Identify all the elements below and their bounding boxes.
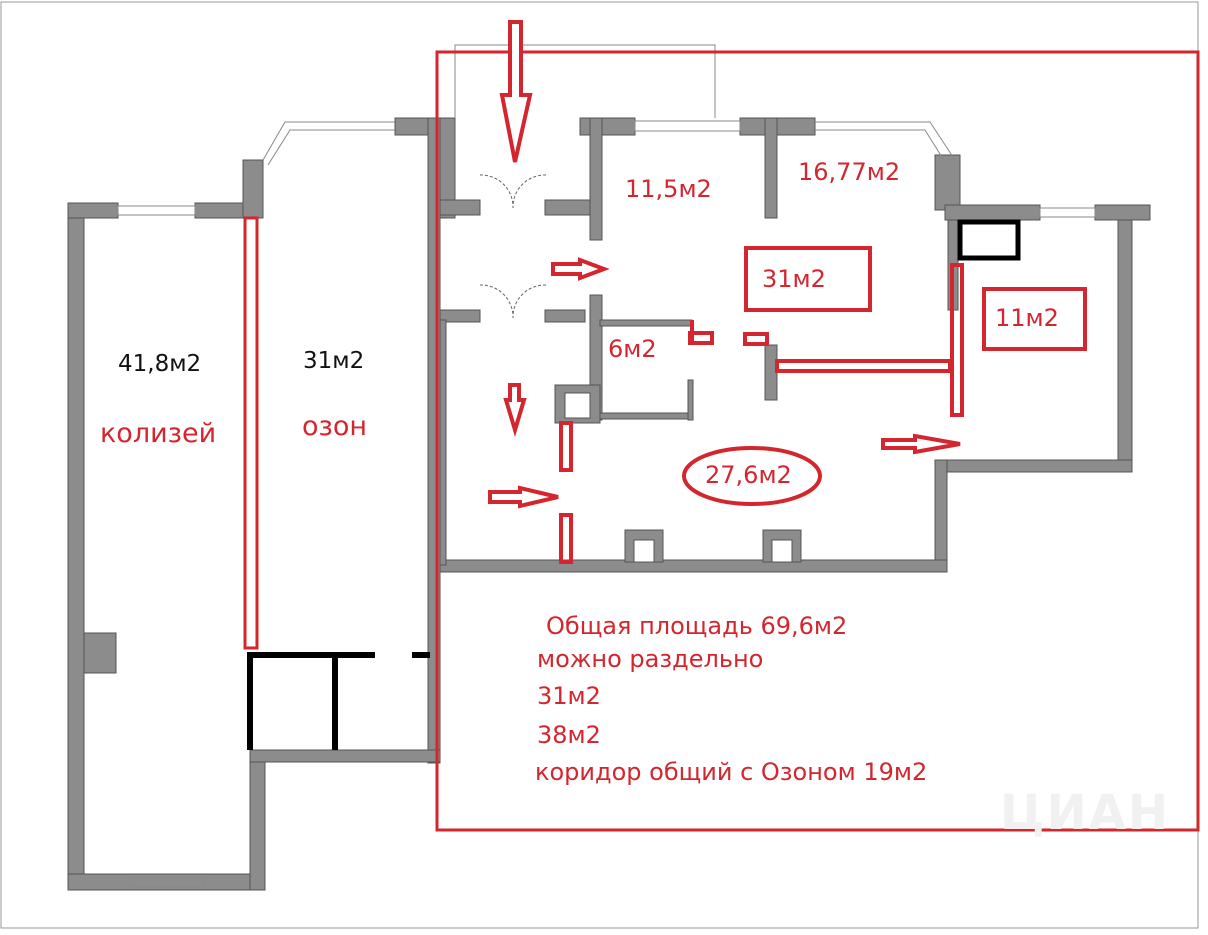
arrow-down-entrance xyxy=(499,20,533,163)
note-total-area: Общая площадь 69,6м2 xyxy=(546,612,848,640)
oval-27-6 xyxy=(682,446,822,506)
room-area-27-6: 27,6м2 xyxy=(705,461,792,489)
divider-line xyxy=(243,216,259,650)
room-name-ozon: озон xyxy=(302,411,368,442)
note-part-2: 38м2 xyxy=(537,721,601,749)
windows xyxy=(117,44,1096,888)
box-11 xyxy=(982,287,1087,351)
arrow-right-1 xyxy=(551,257,610,281)
arrow-right-3 xyxy=(488,485,559,509)
partitions xyxy=(247,219,1021,750)
arrow-down-2 xyxy=(503,383,527,437)
room-area-11-5: 11,5м2 xyxy=(625,175,712,203)
flow-arrows xyxy=(488,20,961,509)
room-area-kolizey: 41,8м2 xyxy=(118,351,202,377)
note-part-1: 31м2 xyxy=(537,682,601,710)
room-area-11: 11м2 xyxy=(995,304,1059,332)
room-area-16-77: 16,77м2 xyxy=(798,158,901,186)
highlight-frame xyxy=(435,50,1200,832)
annotations xyxy=(243,50,1200,832)
watermark-logo: ЦИАН xyxy=(1000,785,1171,841)
walls xyxy=(67,117,1151,891)
arrow-right-4 xyxy=(881,433,961,455)
note-separately: можно раздельно xyxy=(537,645,764,673)
room-area-31: 31м2 xyxy=(762,265,826,293)
box-31 xyxy=(744,246,872,312)
doors xyxy=(479,174,547,319)
room-name-kolizey: колизей xyxy=(100,418,217,449)
room-area-ozon: 31м2 xyxy=(303,348,365,374)
note-corridor: коридор общий с Озоном 19м2 xyxy=(535,758,928,786)
room-area-6: 6м2 xyxy=(608,335,657,363)
